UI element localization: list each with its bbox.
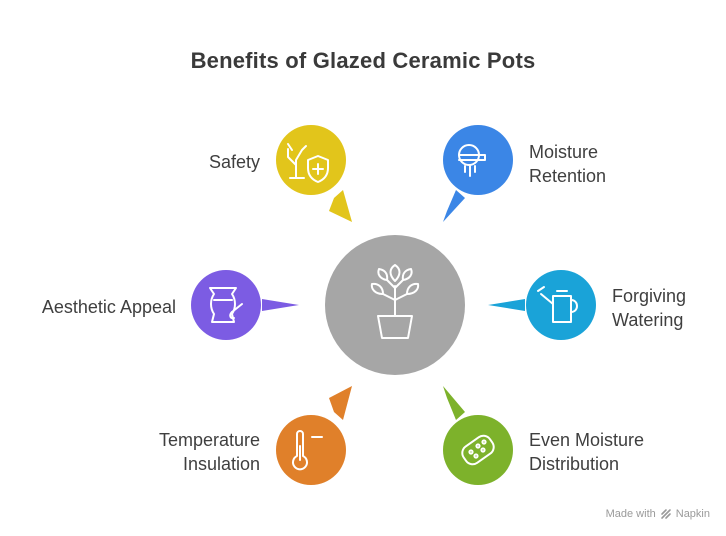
plant-in-pot-icon (370, 264, 420, 339)
forgiving-watering-node (488, 270, 596, 340)
sponge-icon (461, 434, 495, 466)
napkin-logo-icon (660, 509, 671, 519)
even-moisture-distribution-node (443, 386, 513, 485)
diagram-title: Benefits of Glazed Ceramic Pots (190, 48, 536, 73)
label-even-moisture-distribution: Even Moisture Distribution (529, 430, 645, 474)
moisture-retention-node (443, 125, 513, 222)
footer-text: Made with (605, 508, 656, 520)
temperature-insulation-node (276, 386, 352, 485)
footer-brand: Napkin (675, 508, 710, 520)
made-with-napkin[interactable]: Made with Napkin (606, 508, 710, 520)
label-forgiving-watering: Forgiving Watering (612, 286, 687, 330)
dead-plant-shield-icon (287, 143, 329, 183)
water-dripping-icon (458, 144, 486, 177)
label-aesthetic-appeal: Aesthetic Appeal (41, 297, 176, 317)
thermometer-icon (292, 430, 323, 471)
watering-can-icon (537, 286, 578, 323)
label-temperature-insulation: Temperature Insulation (158, 430, 260, 474)
vase-paintbrush-icon (209, 287, 243, 323)
label-safety: Safety (208, 152, 260, 172)
safety-node (276, 125, 352, 222)
aesthetic-appeal-node (191, 270, 299, 340)
label-moisture-retention: Moisture Retention (529, 142, 607, 186)
